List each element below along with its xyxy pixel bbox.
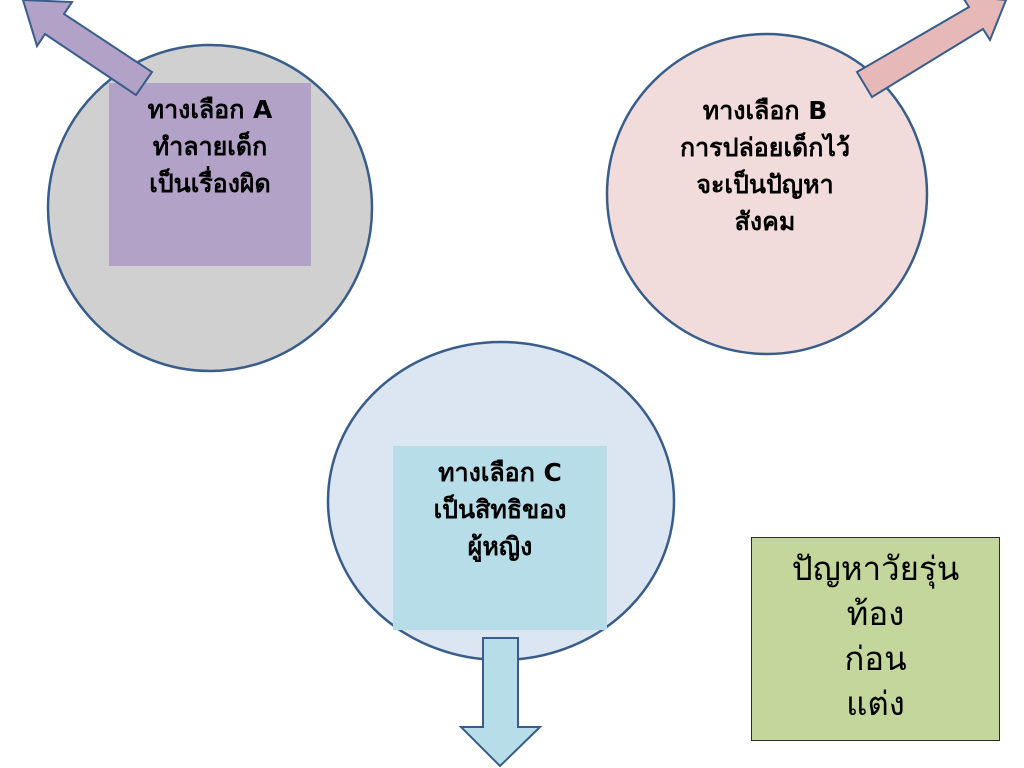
note-line-1: ปัญหาวัยรุ่น (791, 549, 960, 588)
note-box: ปัญหาวัยรุ่น ท้อง ก่อน แต่ง (751, 537, 1000, 741)
arrow-up-right-icon (855, 0, 1008, 99)
note-line-4: แต่ง (846, 684, 905, 723)
option-b-label: ทางเลือก B การปล่อยเด็กไว้ จะเป็นปัญหา ส… (650, 92, 880, 240)
option-b-line-1: ทางเลือก B (702, 96, 828, 125)
option-c-line-2: เป็นสิทธิของ (433, 495, 567, 524)
option-b-line-3: จะเป็นปัญหา (696, 170, 834, 199)
arrow-up-left-icon (21, 0, 154, 97)
option-c-line-1: ทางเลือก C (438, 458, 562, 487)
option-a-line-1: ทางเลือก A (147, 95, 273, 124)
arrow-down-icon (458, 637, 543, 768)
option-c-label: ทางเลือก C เป็นสิทธิของ ผู้หญิง (393, 446, 607, 630)
option-b-line-2: การปล่อยเด็กไว้ (680, 133, 850, 162)
option-a-box (109, 83, 311, 266)
note-line-2: ท้อง (846, 594, 905, 633)
option-c-box (393, 446, 607, 630)
option-a-label: ทางเลือก A ทำลายเด็ก เป็นเรื่องผิด (109, 83, 311, 266)
option-a-line-3: เป็นเรื่องผิด (149, 169, 271, 198)
option-b-circle (605, 32, 929, 356)
option-c-line-3: ผู้หญิง (467, 532, 533, 561)
note-line-3: ก่อน (844, 639, 907, 678)
option-b-line-4: สังคม (734, 207, 796, 236)
option-a-line-2: ทำลายเด็ก (152, 132, 268, 161)
note-box-background (751, 537, 1000, 741)
